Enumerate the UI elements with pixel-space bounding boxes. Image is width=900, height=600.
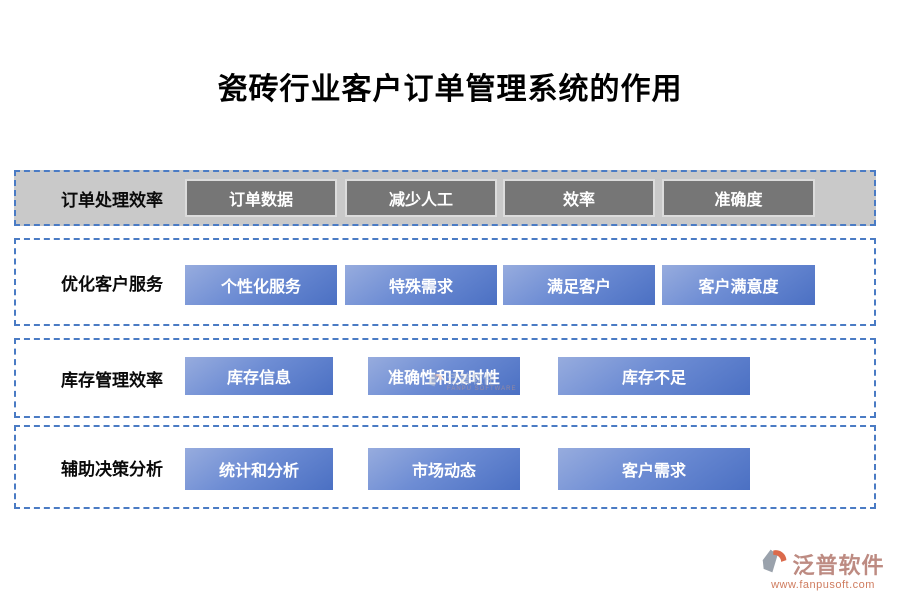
node-accuracy: 准确度 — [662, 179, 815, 217]
node-satisfy-customers: 满足客户 — [503, 265, 655, 305]
node-order-data: 订单数据 — [185, 179, 337, 217]
node-market-trends: 市场动态 — [368, 448, 520, 490]
node-special-needs: 特殊需求 — [345, 265, 497, 305]
node-efficiency: 效率 — [503, 179, 655, 217]
fanpu-logo-icon — [761, 547, 789, 580]
node-customer-satisfaction: 客户满意度 — [662, 265, 815, 305]
row-decision-support-analysis: 辅助决策分析 统计和分析 市场动态 客户需求 — [14, 425, 876, 509]
row-label: 优化客户服务 — [61, 274, 163, 294]
node-inventory-info: 库存信息 — [185, 357, 333, 395]
row-label: 订单处理效率 — [61, 190, 163, 210]
node-inventory-shortage: 库存不足 — [558, 357, 750, 395]
node-accuracy-timeliness: 准确性和及时性 — [368, 357, 520, 395]
row-label: 库存管理效率 — [61, 370, 163, 390]
row-order-processing-efficiency: 订单处理效率 订单数据 减少人工 效率 准确度 — [14, 170, 876, 226]
row-label: 辅助决策分析 — [61, 459, 163, 479]
page-title: 瓷砖行业客户订单管理系统的作用 — [217, 73, 683, 106]
node-personalized-service: 个性化服务 — [185, 265, 337, 305]
row-inventory-management-efficiency: 库存管理效率 库存信息 准确性和及时性 库存不足 — [14, 338, 876, 418]
row-optimize-customer-service: 优化客户服务 个性化服务 特殊需求 满足客户 客户满意度 — [14, 238, 876, 326]
fanpu-logo: 泛普软件 www.fanpusoft.com — [752, 547, 894, 591]
logo-name: 泛普软件 — [792, 552, 885, 578]
logo-url: www.fanpusoft.com — [771, 579, 875, 591]
node-customer-demand: 客户需求 — [558, 448, 750, 490]
node-statistics-analysis: 统计和分析 — [185, 448, 333, 490]
node-reduce-labor: 减少人工 — [345, 179, 497, 217]
